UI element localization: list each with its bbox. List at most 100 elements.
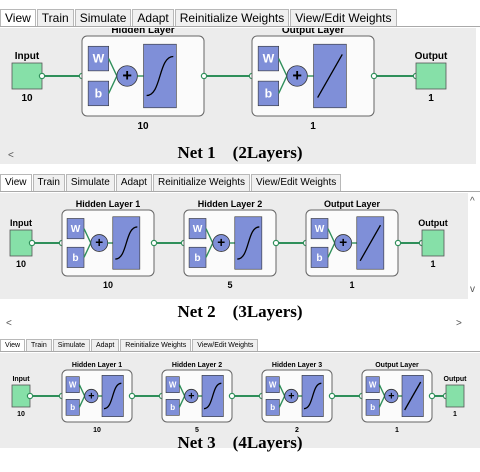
scroll-up-arrow[interactable]: ^ xyxy=(470,196,475,207)
weight-label: W xyxy=(193,224,203,235)
tab-view[interactable]: View xyxy=(0,9,36,26)
sum-symbol: + xyxy=(288,390,294,402)
layer-title: Hidden Layer 1 xyxy=(76,199,141,209)
tab-reinitialize-weights[interactable]: Reinitialize Weights xyxy=(152,174,251,191)
tab-view-edit-weights[interactable]: View/Edit Weights xyxy=(251,174,342,191)
tab-bar-2: View Train Simulate Adapt Reinitialize W… xyxy=(0,172,480,192)
bias-connector xyxy=(278,395,286,408)
layer-title: Hidden Layer 1 xyxy=(72,362,122,369)
weight-label: W xyxy=(269,380,277,389)
connector-dot xyxy=(370,72,378,80)
sum-node xyxy=(334,234,353,252)
weight-connector xyxy=(378,384,386,397)
nn-view-panel-3: View Train Simulate Adapt Reinitialize W… xyxy=(0,338,480,472)
input-size: 10 xyxy=(16,259,26,269)
bias-connector xyxy=(205,242,214,258)
bias-block xyxy=(165,399,180,416)
input-block xyxy=(9,229,33,257)
tab-view[interactable]: View xyxy=(0,174,32,191)
weight-label: W xyxy=(169,380,177,389)
weight-connector xyxy=(205,228,214,244)
connector-dot xyxy=(26,392,34,400)
input-label: Input xyxy=(12,376,30,383)
connector-dot xyxy=(228,392,236,400)
bias-connector xyxy=(83,242,92,258)
net-caption-2: Net 2 (3Layers) xyxy=(177,302,303,321)
layer-neuron-count: 1 xyxy=(310,121,316,132)
transfer-block xyxy=(143,43,177,109)
scroll-left-arrow[interactable]: < xyxy=(8,150,14,161)
sigmoid-transfer-curve xyxy=(237,226,260,260)
sigmoid-transfer-curve xyxy=(203,382,222,410)
tab-simulate[interactable]: Simulate xyxy=(52,339,90,351)
weight-connector xyxy=(78,384,86,397)
output-size: 1 xyxy=(428,93,434,104)
layer-title: Hidden Layer xyxy=(111,28,174,36)
weight-connector xyxy=(327,228,336,244)
weight-connector xyxy=(278,58,288,77)
weight-connector xyxy=(178,384,186,397)
scroll-right-arrow[interactable]: > xyxy=(456,318,462,329)
sigmoid-transfer-curve xyxy=(115,226,138,260)
weight-label: W xyxy=(315,224,325,235)
net-caption-1: Net 1 (2Layers) xyxy=(177,143,303,162)
scroll-left-arrow[interactable]: < xyxy=(6,318,12,329)
bias-label: b xyxy=(170,403,175,412)
sum-symbol: + xyxy=(292,67,302,85)
bias-label: b xyxy=(70,403,75,412)
sigmoid-transfer-curve xyxy=(303,382,322,410)
bias-connector xyxy=(178,395,186,408)
layer-title: Output Layer xyxy=(282,28,344,36)
tab-simulate[interactable]: Simulate xyxy=(65,174,115,191)
sigmoid-transfer-curve xyxy=(146,55,174,97)
weight-connector xyxy=(108,58,118,77)
output-label: Output xyxy=(415,51,448,62)
layer-title: Hidden Layer 2 xyxy=(198,199,263,209)
weight-label: W xyxy=(263,52,275,66)
bias-label: b xyxy=(270,403,275,412)
nn-view-panel-2: View Train Simulate Adapt Reinitialize W… xyxy=(0,172,480,332)
tab-train[interactable]: Train xyxy=(32,174,65,191)
tab-adapt[interactable]: Adapt xyxy=(132,9,174,26)
layer-neuron-count: 10 xyxy=(103,280,113,290)
bias-label: b xyxy=(95,87,103,101)
tab-view-edit-weights[interactable]: View/Edit Weights xyxy=(290,9,397,26)
tab-reinitialize-weights[interactable]: Reinitialize Weights xyxy=(120,339,192,351)
weight-connector xyxy=(83,228,92,244)
weight-label: W xyxy=(93,52,105,66)
layer-neuron-count: 1 xyxy=(395,427,399,434)
tab-train[interactable]: Train xyxy=(36,9,74,26)
tab-train[interactable]: Train xyxy=(26,339,52,351)
output-block xyxy=(415,62,447,90)
sum-symbol: + xyxy=(388,390,394,402)
tab-adapt[interactable]: Adapt xyxy=(115,174,152,191)
connector-dot xyxy=(38,72,46,80)
output-label: Output xyxy=(444,376,468,383)
bias-label: b xyxy=(72,253,78,264)
tab-adapt[interactable]: Adapt xyxy=(90,339,120,351)
linear-transfer-curve xyxy=(317,54,343,98)
tab-bar-3: View Train Simulate Adapt Reinitialize W… xyxy=(0,338,480,352)
tab-simulate[interactable]: Simulate xyxy=(74,9,132,26)
linear-transfer-curve xyxy=(404,381,422,411)
net-caption-3: Net 3 (4Layers) xyxy=(177,433,303,452)
layer-neuron-count: 2 xyxy=(295,427,299,434)
sigmoid-transfer-curve xyxy=(103,382,122,410)
connector-dot xyxy=(200,72,208,80)
tab-view[interactable]: View xyxy=(0,339,26,351)
bias-connector xyxy=(108,75,118,94)
weight-label: W xyxy=(369,380,377,389)
sum-symbol: + xyxy=(217,235,225,250)
tab-view-edit-weights[interactable]: View/Edit Weights xyxy=(192,339,259,351)
scroll-down-arrow[interactable]: v xyxy=(470,284,475,295)
output-block xyxy=(421,229,445,257)
nn-view-panel-1: View Train Simulate Adapt Reinitialize W… xyxy=(0,0,480,165)
bias-connector xyxy=(327,242,336,258)
tab-reinitialize-weights[interactable]: Reinitialize Weights xyxy=(174,9,290,26)
bias-connector xyxy=(78,395,86,408)
weight-block xyxy=(365,376,380,393)
connector-dot xyxy=(328,392,336,400)
